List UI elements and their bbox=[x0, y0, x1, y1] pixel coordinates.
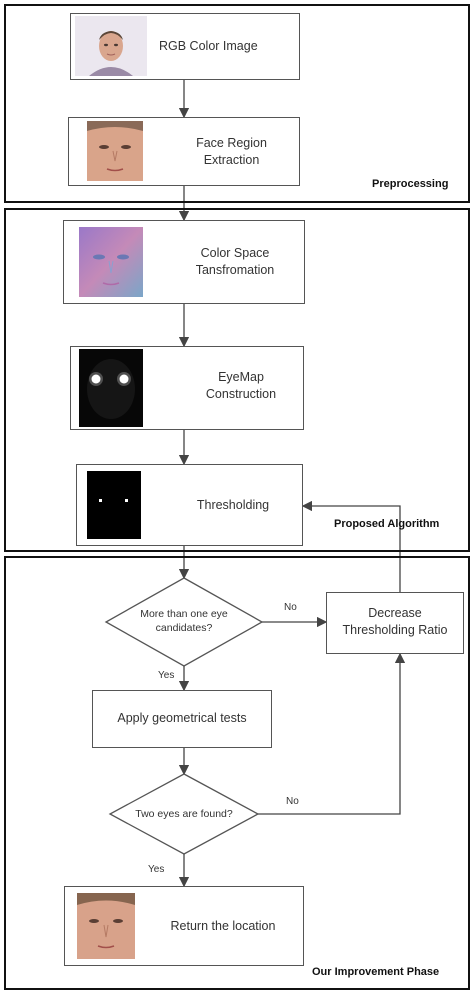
threshold-thumbnail bbox=[87, 471, 141, 539]
step-face-label: Face Region Extraction bbox=[169, 135, 294, 169]
decision1-label: More than one eye candidates? bbox=[108, 607, 260, 635]
step-return-location: Return the location bbox=[64, 886, 304, 966]
step-geometrical-tests: Apply geometrical tests bbox=[92, 690, 272, 748]
section-label-preprocessing: Preprocessing bbox=[372, 178, 449, 190]
arrow-decision2-no bbox=[258, 652, 406, 815]
step-face-label-line2: Extraction bbox=[203, 153, 260, 167]
step-colorspace-label: Color Space Tansfromation bbox=[170, 245, 300, 279]
edge-label-decision2-no: No bbox=[286, 796, 299, 807]
edge-label-decision2-yes: Yes bbox=[148, 864, 165, 875]
return-face-icon bbox=[77, 893, 135, 959]
threshold-icon bbox=[87, 471, 141, 539]
edge-label-decision1-no: No bbox=[284, 602, 297, 613]
step-thresholding: Thresholding bbox=[76, 464, 303, 546]
step-eyemap-label-line2: Construction bbox=[205, 387, 277, 401]
edge-label-decision1-yes: Yes bbox=[158, 670, 175, 681]
step-decrease-threshold: Decrease Thresholding Ratio bbox=[326, 592, 464, 654]
section-label-improvement: Our Improvement Phase bbox=[312, 966, 440, 978]
step-threshold-label: Thresholding bbox=[196, 498, 270, 512]
step-face-label-line1: Face Region bbox=[196, 136, 267, 150]
face-photo-thumbnail bbox=[75, 16, 147, 76]
step-return-label: Return the location bbox=[170, 919, 276, 933]
eyemap-icon bbox=[79, 349, 143, 427]
face-crop-icon bbox=[87, 121, 143, 181]
face-crop-thumbnail bbox=[87, 121, 143, 181]
colorspace-thumbnail bbox=[79, 227, 143, 297]
step-colorspace-label-line2: Tansfromation bbox=[195, 263, 275, 277]
step-face-extraction: Face Region Extraction bbox=[68, 117, 300, 186]
section-preprocessing bbox=[4, 4, 470, 203]
eyemap-thumbnail bbox=[79, 349, 143, 427]
step-rgb-label: RGB Color Image bbox=[159, 39, 258, 53]
colorspace-face-icon bbox=[79, 227, 143, 297]
step-eyemap-label-line1: EyeMap bbox=[218, 370, 264, 384]
step-rgb-image: RGB Color Image bbox=[70, 13, 300, 80]
return-face-thumbnail bbox=[77, 893, 135, 959]
decision1-label-line1: More than one eye bbox=[140, 608, 228, 620]
section-proposed-algorithm bbox=[4, 208, 470, 552]
face-photo-icon bbox=[75, 16, 147, 76]
step-eyemap: EyeMap Construction bbox=[70, 346, 304, 430]
step-geom-label: Apply geometrical tests bbox=[117, 711, 247, 725]
decision1-label-line2: candidates? bbox=[155, 622, 213, 634]
step-colorspace-label-line1: Color Space bbox=[200, 246, 270, 260]
step-color-space: Color Space Tansfromation bbox=[63, 220, 305, 304]
section-label-proposed: Proposed Algorithm bbox=[334, 518, 440, 530]
decision2-label: Two eyes are found? bbox=[135, 808, 233, 820]
step-decrease-label-line2: Thresholding Ratio bbox=[342, 623, 448, 637]
step-decrease-label: Decrease Thresholding Ratio bbox=[329, 605, 461, 639]
step-eyemap-label: EyeMap Construction bbox=[181, 369, 301, 403]
step-decrease-label-line1: Decrease bbox=[368, 606, 422, 620]
section-improvement-phase bbox=[4, 556, 470, 990]
arrow-decrease-to-threshold bbox=[301, 500, 401, 592]
